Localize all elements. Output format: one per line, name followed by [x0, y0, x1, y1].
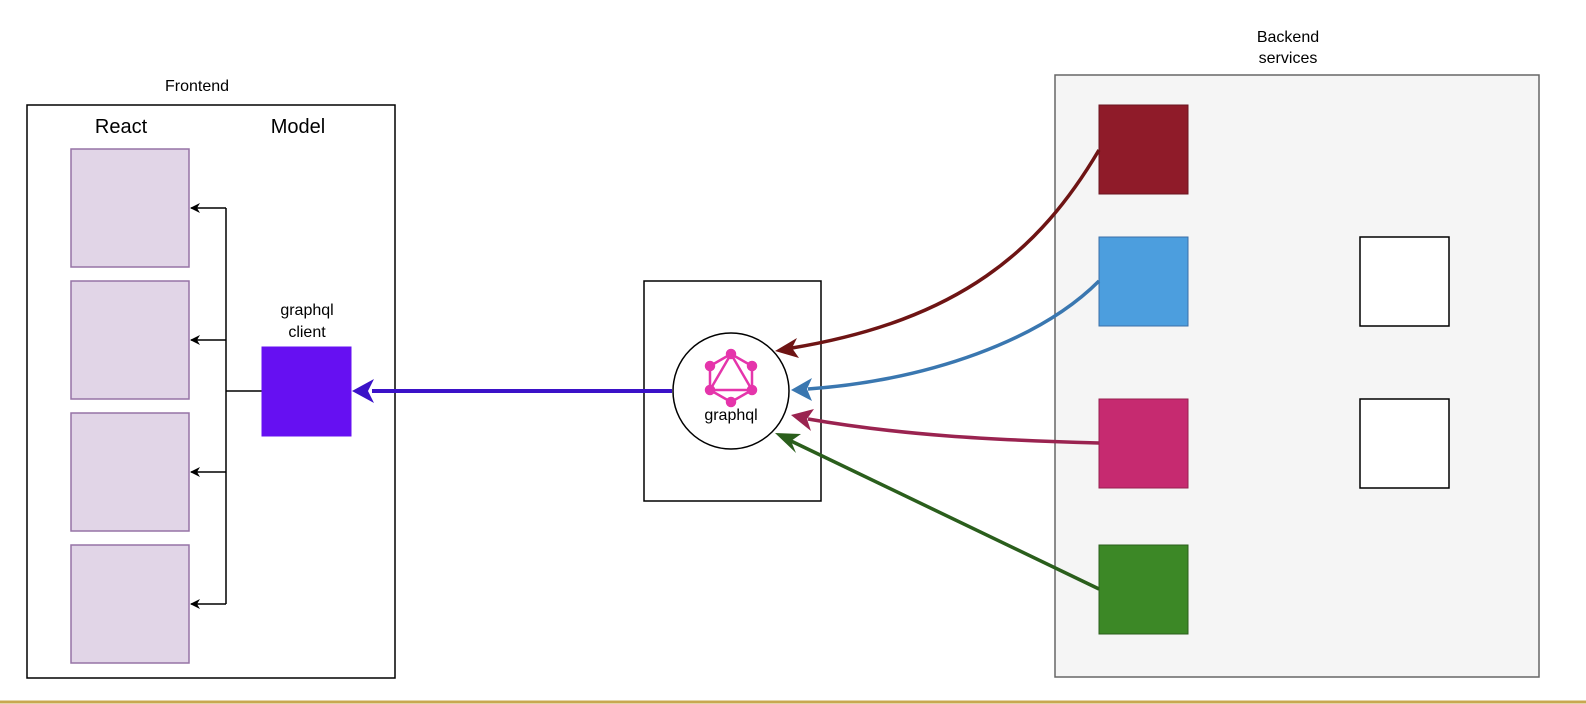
graphql-node-label: graphql: [704, 407, 757, 424]
react-component-4: [70, 544, 190, 664]
graphql-client-label-line1: graphql: [280, 302, 333, 319]
service-box-dark-red: [1098, 104, 1189, 195]
service-green-to-graphql-arrow: [790, 439, 1100, 591]
model-column-label: Model: [271, 116, 325, 138]
backend-title-line1: Backend: [1257, 29, 1319, 46]
graphql-logo-icon: [704, 348, 758, 408]
react-component-1: [70, 148, 190, 268]
service-box-blue: [1098, 236, 1189, 327]
service-pink-arrowhead: [791, 409, 814, 431]
service-pink-to-graphql-arrow: [807, 417, 1100, 445]
model-distribution-connectors: [190, 203, 262, 609]
react-column-label: React: [95, 116, 148, 138]
service-green-arrowhead: [775, 433, 801, 453]
service-box-pink: [1098, 398, 1189, 489]
service-blue-to-graphql-arrow: [807, 279, 1101, 391]
service-box-green: [1098, 544, 1189, 635]
graphql-client-box: [261, 346, 352, 437]
service-box-unconnected-1: [1359, 236, 1450, 327]
service-dark-red-to-graphql-arrow: [791, 149, 1101, 350]
service-dark-red-arrowhead: [775, 338, 799, 358]
gateway-to-client-arrowhead: [352, 379, 374, 403]
service-blue-arrowhead: [791, 378, 812, 401]
graphql-client-label-line2: client: [288, 324, 326, 341]
react-component-2: [70, 280, 190, 400]
react-component-3: [70, 412, 190, 532]
service-box-unconnected-2: [1359, 398, 1450, 489]
frontend-title: Frontend: [165, 78, 229, 95]
backend-title-line2: services: [1259, 50, 1318, 67]
